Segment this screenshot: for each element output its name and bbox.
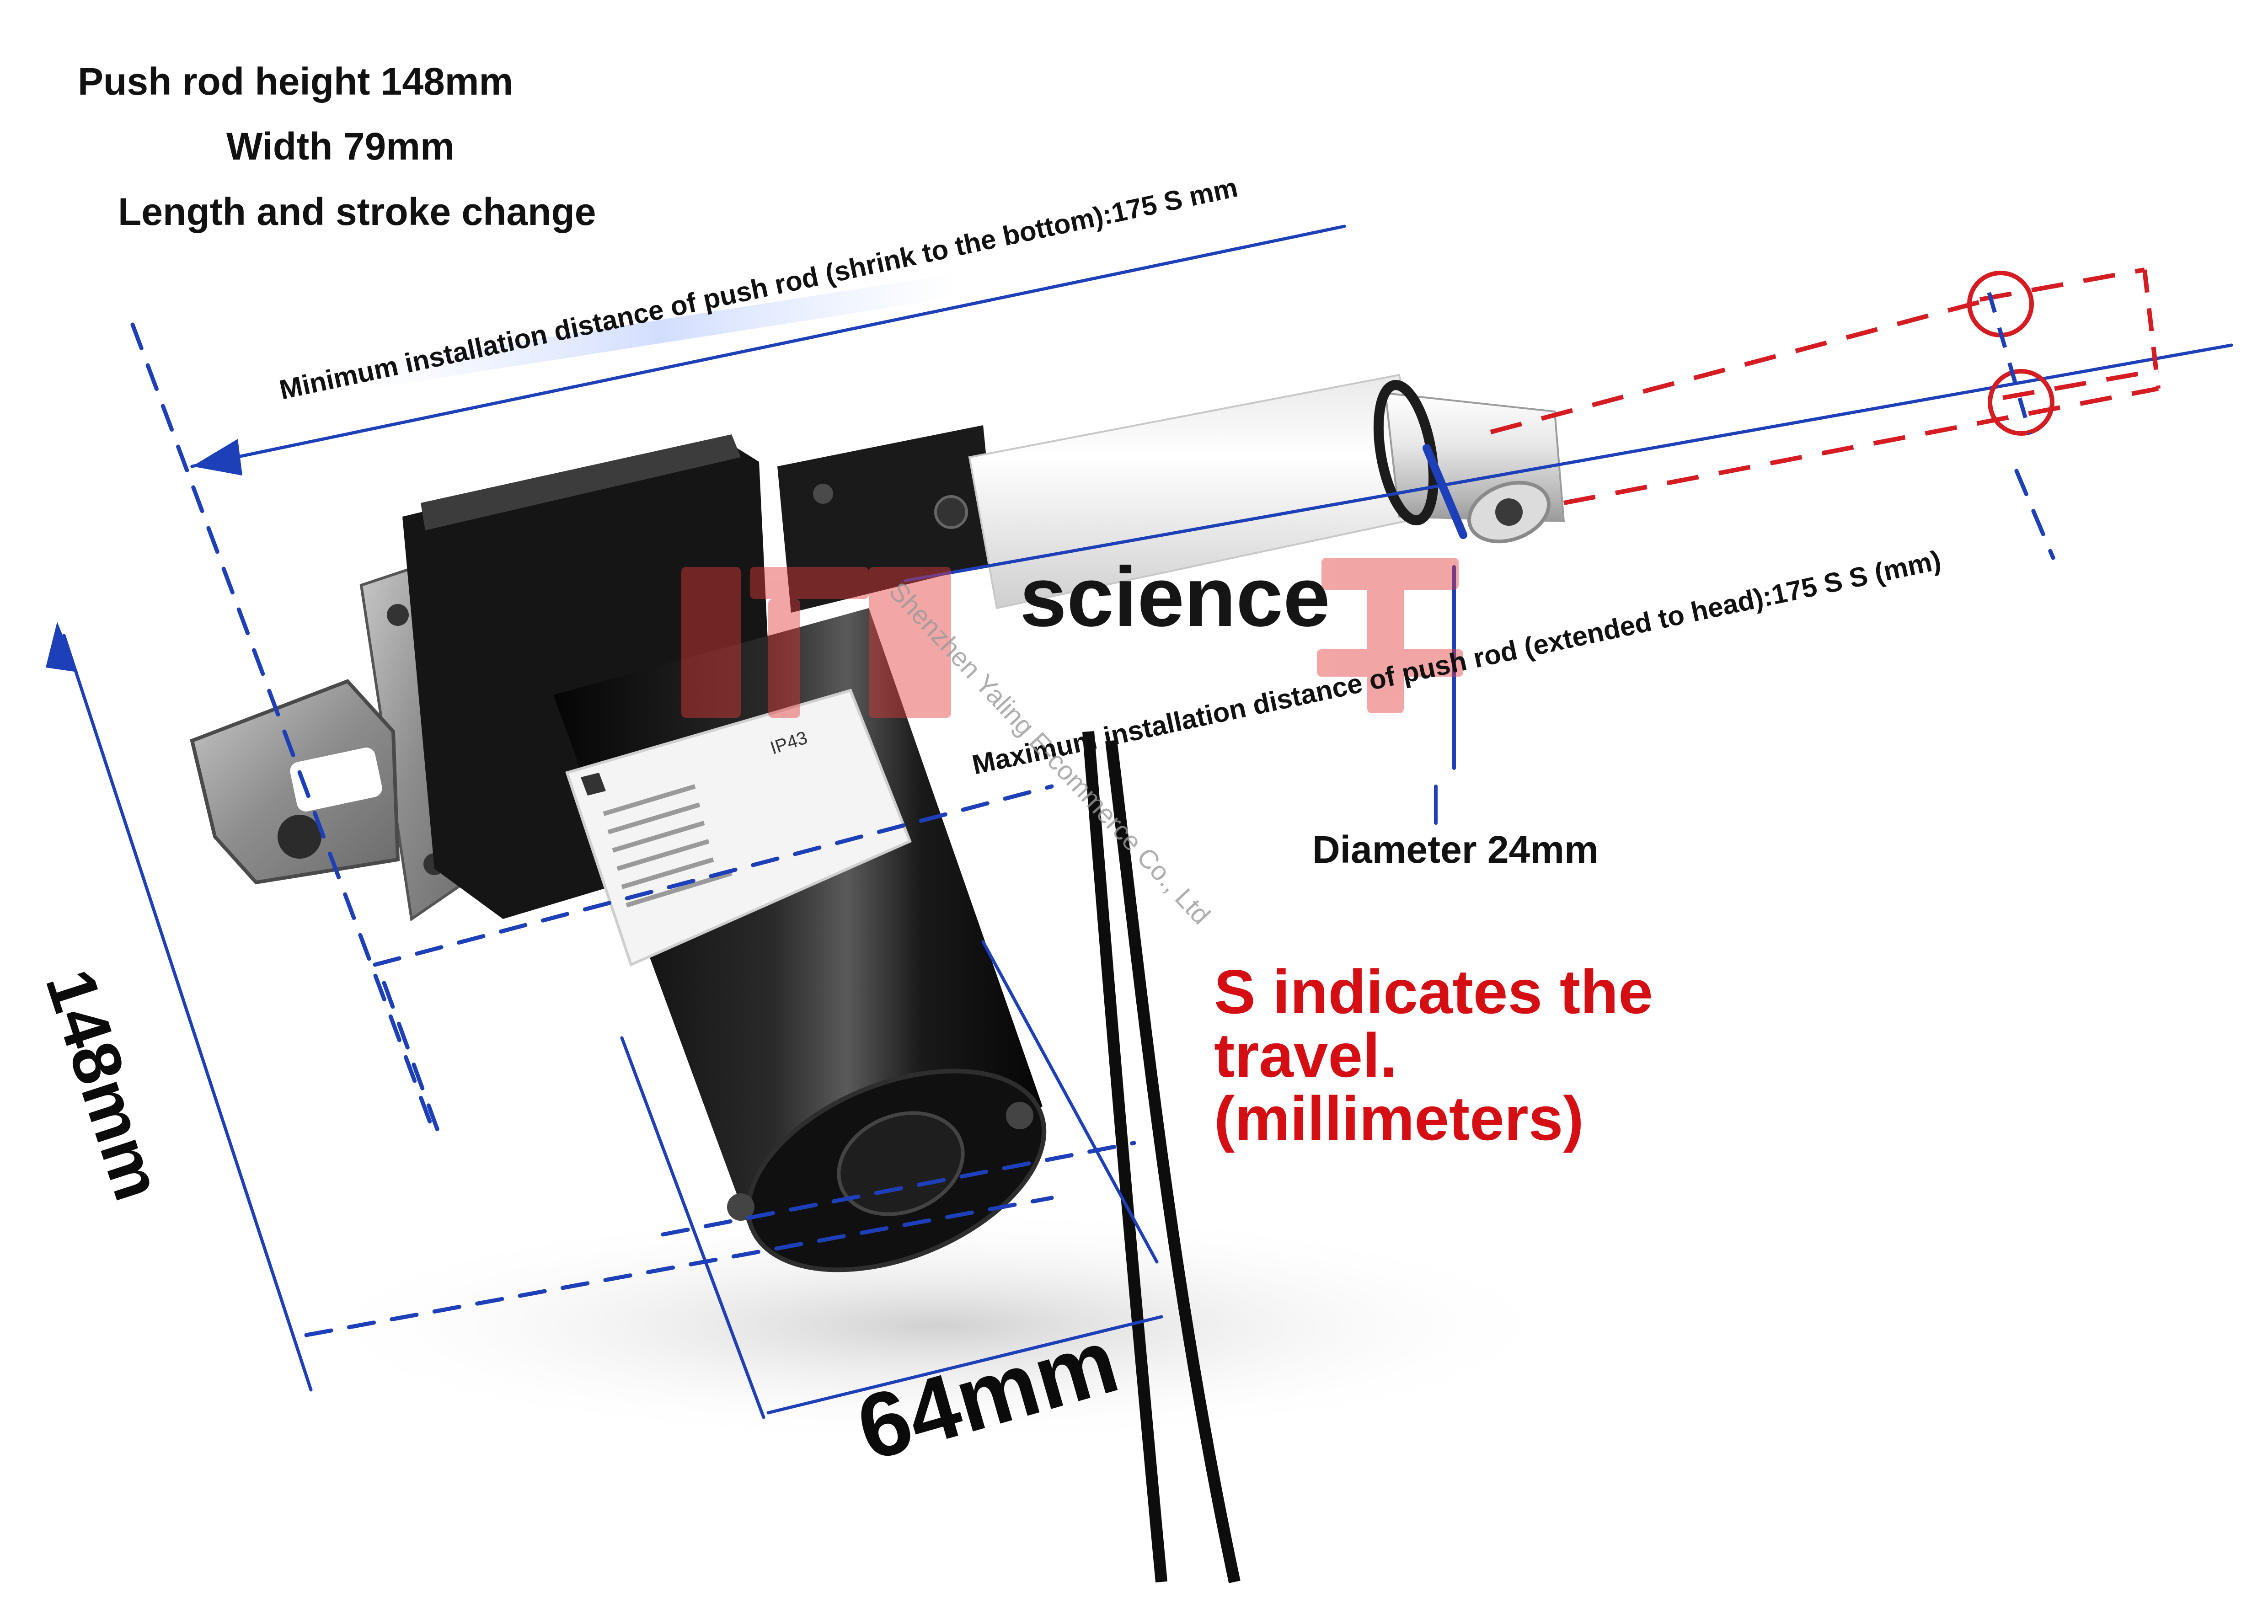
dimension-lines <box>62 224 2233 1419</box>
travel-note-line2: travel. <box>1214 1020 1397 1090</box>
floor-shadow <box>297 1207 1578 1445</box>
watermark-logo <box>681 558 1463 718</box>
gearbox-screw <box>813 484 833 504</box>
gearbox-screw <box>934 495 968 529</box>
power-cable <box>1105 740 1241 1583</box>
watermark-brand: science <box>1020 550 1330 644</box>
endcap-screw <box>1006 1102 1033 1129</box>
spec-width: Width 79mm <box>226 125 455 168</box>
diameter-label: Diameter 24mm <box>1312 828 1599 871</box>
spec-push-rod-height: Push rod height 148mm <box>78 60 514 103</box>
arrowhead-left <box>192 439 242 475</box>
arrowhead-up <box>46 622 78 672</box>
endcap-screw <box>727 1193 754 1221</box>
label-spec-lines <box>603 784 733 908</box>
clevis-slot <box>290 748 382 812</box>
plate-bolt <box>387 604 409 626</box>
travel-note-line3: (millimeters) <box>1214 1084 1584 1154</box>
travel-axis-ticks <box>1987 292 2033 435</box>
clevis-hole <box>278 815 321 859</box>
dimension-glow <box>366 274 956 389</box>
gearbox-top <box>421 434 741 530</box>
motor-endcap-boss <box>837 1111 965 1216</box>
rod-end-hole <box>1495 498 1523 526</box>
label-logo-icon <box>581 773 606 796</box>
travel-note: S indicates the travel. (millimeters) <box>1214 960 1854 1150</box>
gearbox-front <box>777 425 997 613</box>
power-cable <box>1082 731 1167 1583</box>
travel-markers <box>1490 267 2161 505</box>
travel-note-line1: S indicates the <box>1214 957 1653 1026</box>
spec-length-stroke: Length and stroke change <box>118 190 596 233</box>
